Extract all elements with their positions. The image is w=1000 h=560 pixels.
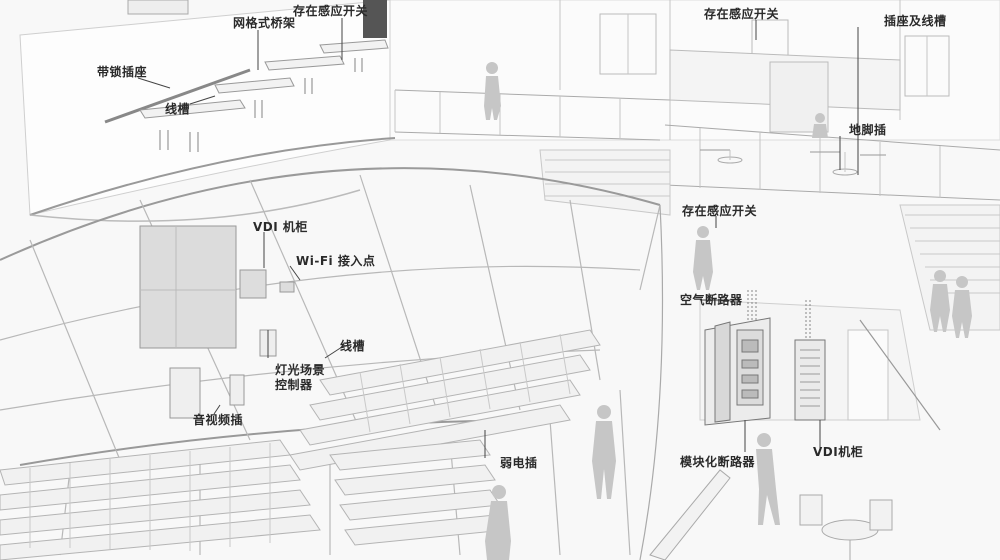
cafe-furniture — [649, 469, 893, 560]
callout-leader-lines — [137, 18, 859, 458]
socket-and-duct-label: 插座及线槽 — [884, 14, 947, 28]
presence-switch-label-mid: 存在感应开关 — [682, 204, 758, 218]
modular-breaker-label: 模块化断路器 — [680, 455, 756, 469]
staircase-right — [899, 204, 1000, 331]
modular-breaker-cabinet — [704, 317, 771, 426]
projection-screens — [139, 225, 237, 349]
air-circuit-breaker-label: 空气断路器 — [680, 293, 743, 307]
seat-dividers — [29, 333, 571, 551]
upper-left-classroom — [19, 0, 396, 222]
lecture-hall-glass-dome — [0, 167, 664, 560]
av-socket-label: 音视频插 — [193, 413, 244, 427]
electrical-room — [699, 290, 941, 431]
vdi-cabinet-rack — [794, 339, 826, 421]
vdi-cabinet-label-left: VDI 机柜 — [253, 220, 308, 234]
low-voltage-socket-label: 弱电插 — [500, 456, 538, 470]
locked-socket-label: 带锁插座 — [97, 65, 148, 79]
upper-floor-structure — [389, 0, 1000, 201]
lectern — [169, 269, 295, 419]
cable-duct-label-mid: 线槽 — [340, 339, 366, 353]
people-silhouettes — [484, 62, 972, 560]
presence-switch-label-right: 存在感应开关 — [704, 7, 780, 21]
lighting-scene-controller-label-line2: 控制器 — [275, 378, 313, 392]
cable-duct-label-top: 线槽 — [165, 102, 191, 116]
presence-switch-label-top: 存在感应开关 — [293, 4, 369, 18]
lighting-scene-controller-label-line1: 灯光场景 — [275, 363, 326, 377]
floor-socket-label: 地脚插 — [849, 123, 887, 137]
vdi-cabinet-label-right: VDI机柜 — [813, 445, 864, 459]
grid-cable-tray-label: 网格式桥架 — [233, 16, 296, 30]
wifi-access-point-label: Wi-Fi 接入点 — [296, 254, 376, 268]
